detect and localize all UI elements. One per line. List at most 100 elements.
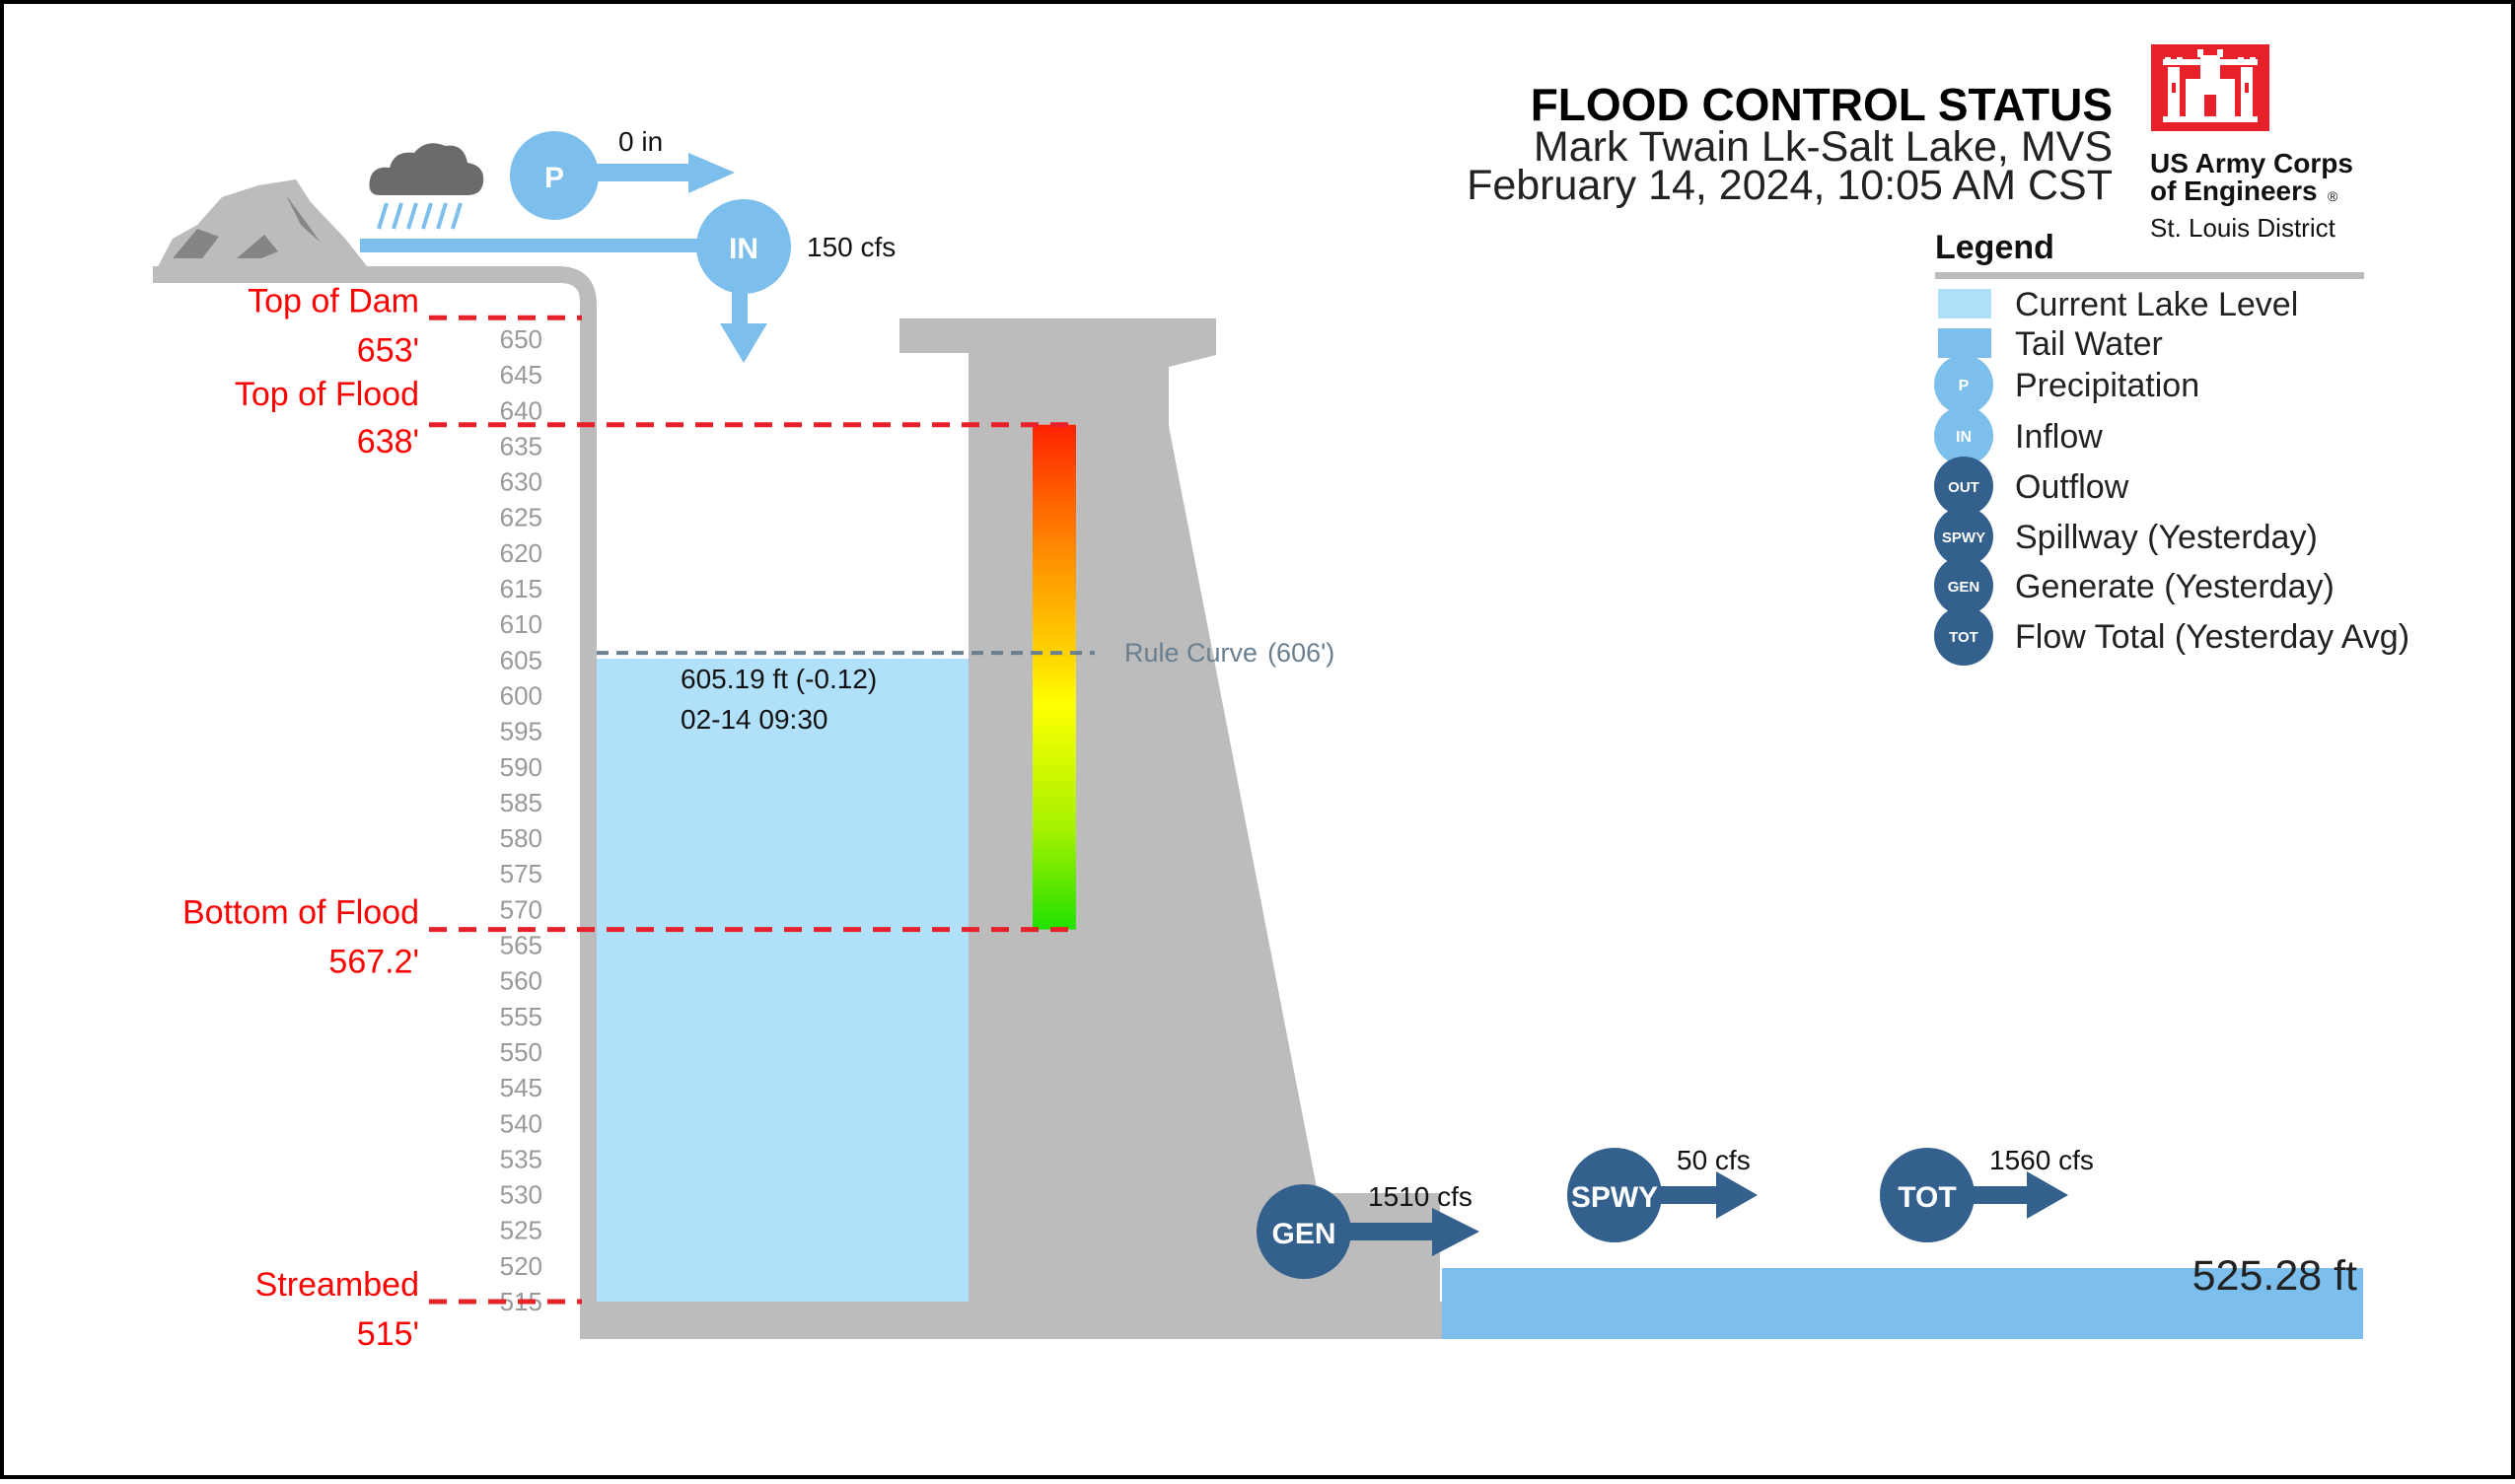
total-arrow-icon [2027, 1171, 2068, 1219]
elevation-tick-label: 590 [500, 752, 542, 782]
legend-divider [1935, 272, 2364, 279]
logo-line2: of Engineers [2150, 176, 2318, 206]
elevation-tick-label: 635 [500, 431, 542, 460]
elevation-tick-label: 545 [500, 1073, 542, 1102]
legend-title: Legend [1935, 229, 2054, 266]
spillway-value: 50 cfs [1677, 1145, 1751, 1175]
page-title: FLOOD CONTROL STATUS [1531, 79, 2113, 130]
dam-structure [899, 318, 1440, 1339]
elevation-tick-label: 570 [500, 894, 542, 924]
spillway-circle-icon [1567, 1148, 1662, 1242]
bottom-of-flood-value: 567.2' [328, 944, 419, 981]
tailwater-elevation: 525.28 ft [2192, 1252, 2357, 1300]
report-datetime: February 14, 2024, 10:05 AM CST [1467, 162, 2113, 209]
inflow-value: 150 cfs [807, 232, 896, 262]
generation-circle-icon [1257, 1184, 1351, 1279]
total-value: 1560 cfs [1989, 1145, 2094, 1175]
elevation-tick-label: 640 [500, 395, 542, 425]
logo-registered: ® [2328, 188, 2338, 204]
rule-curve-label: Rule Curve(606') [1124, 638, 1334, 668]
usace-castle-logo-icon [2151, 44, 2269, 131]
inflow-indicator: IN 150 cfs [696, 199, 896, 363]
generation-abbr: GEN [1271, 1218, 1335, 1250]
elevation-tick-label: 525 [500, 1216, 542, 1245]
precipitation-circle-icon [510, 131, 599, 220]
legend-spillway-yesterday-icon [1934, 507, 1993, 566]
generation-value: 1510 cfs [1368, 1181, 1473, 1212]
spillway-arrow-icon [1716, 1171, 1758, 1219]
precipitation-arrow-icon [688, 153, 735, 193]
lake-level-timestamp: 02-14 09:30 [681, 704, 827, 735]
elevation-tick-label: 585 [500, 788, 542, 817]
project-name: Mark Twain Lk-Salt Lake, MVS [1534, 123, 2113, 171]
elevation-tick-label: 565 [500, 931, 542, 960]
elevation-tick-label: 615 [500, 574, 542, 603]
rain-cloud-icon [369, 143, 484, 230]
legend-precipitation-icon [1934, 355, 1993, 414]
generation-indicator: GEN 1510 cfs [1257, 1181, 1479, 1279]
elevation-tick-label: 595 [500, 717, 542, 746]
legend-swatch-current-lake-level [1938, 289, 1991, 318]
elevation-tick-label: 560 [500, 966, 542, 996]
tail-water [1442, 1268, 2363, 1339]
legend-abbr: OUT [1948, 479, 1979, 496]
precipitation-abbr: P [544, 162, 564, 194]
flood-pool-gradient-bar [1033, 424, 1076, 930]
precipitation-indicator: P 0 in [510, 126, 735, 220]
legend-label-outflow: Outflow [2015, 468, 2129, 506]
legend-inflow-icon [1934, 406, 1993, 465]
inflow-stream [360, 239, 754, 252]
top-of-dam-value: 653' [357, 331, 419, 369]
lake-level-reading: 605.19 ft (-0.12) [681, 664, 877, 694]
elevation-tick-label: 650 [500, 324, 542, 354]
elevation-reference-lines [429, 315, 1075, 1305]
elevation-tick-label: 535 [500, 1144, 542, 1173]
elevation-scale: 650 645 640 635 630 625 620 615 610 605 600 595 590 5… [500, 324, 542, 1316]
elevation-tick-label: 520 [500, 1251, 542, 1281]
legend-swatch-tail-water [1938, 328, 1991, 358]
generation-arrow-icon [1432, 1208, 1479, 1256]
elevation-tick-label: 550 [500, 1037, 542, 1067]
elevation-tick-label: 605 [500, 645, 542, 674]
top-of-dam-label: Top of Dam [248, 282, 419, 319]
legend-outflow-icon [1934, 457, 1993, 516]
elevation-tick-label: 580 [500, 823, 542, 853]
elevation-tick-label: 645 [500, 360, 542, 389]
upstream-terrain [153, 179, 367, 276]
legend-abbr: TOT [1949, 629, 1978, 646]
legend-abbr: IN [1956, 429, 1972, 446]
bottom-of-flood-label: Bottom of Flood [182, 894, 419, 932]
inflow-abbr: IN [729, 233, 758, 265]
streambed-value: 515' [357, 1315, 419, 1353]
elevation-tick-label: 575 [500, 859, 542, 888]
legend-abbr: P [1959, 378, 1970, 394]
elevation-tick-label: 610 [500, 609, 542, 639]
total-abbr: TOT [1898, 1181, 1956, 1214]
top-of-flood-value: 638' [357, 423, 419, 460]
streambed-label: Streambed [255, 1266, 419, 1304]
legend-label-inflow: Inflow [2015, 418, 2103, 456]
elevation-tick-label: 620 [500, 538, 542, 568]
precipitation-value: 0 in [618, 126, 663, 157]
elevation-tick-label: 600 [500, 680, 542, 710]
legend-generate-yesterday-icon [1934, 556, 1993, 615]
logo-line1: US Army Corps [2150, 148, 2353, 178]
legend-label-precipitation: Precipitation [2015, 367, 2199, 404]
legend-label-tail-water: Tail Water [2015, 325, 2163, 363]
total-circle-icon [1880, 1148, 1975, 1242]
elevation-tick-label: 540 [500, 1108, 542, 1138]
elevation-tick-label: 630 [500, 467, 542, 497]
legend-label-current-lake-level: Current Lake Level [2015, 286, 2298, 323]
inflow-arrow-icon [720, 323, 767, 363]
logo-district: St. Louis District [2150, 213, 2336, 243]
elevation-tick-label: 530 [500, 1180, 542, 1210]
current-lake-level [597, 658, 969, 1302]
total-flow-indicator: TOT 1560 cfs [1880, 1145, 2094, 1242]
legend-label-spillway-yesterday: Spillway (Yesterday) [2015, 519, 2318, 556]
elevation-tick-label: 625 [500, 503, 542, 532]
legend-abbr: GEN [1948, 579, 1980, 596]
